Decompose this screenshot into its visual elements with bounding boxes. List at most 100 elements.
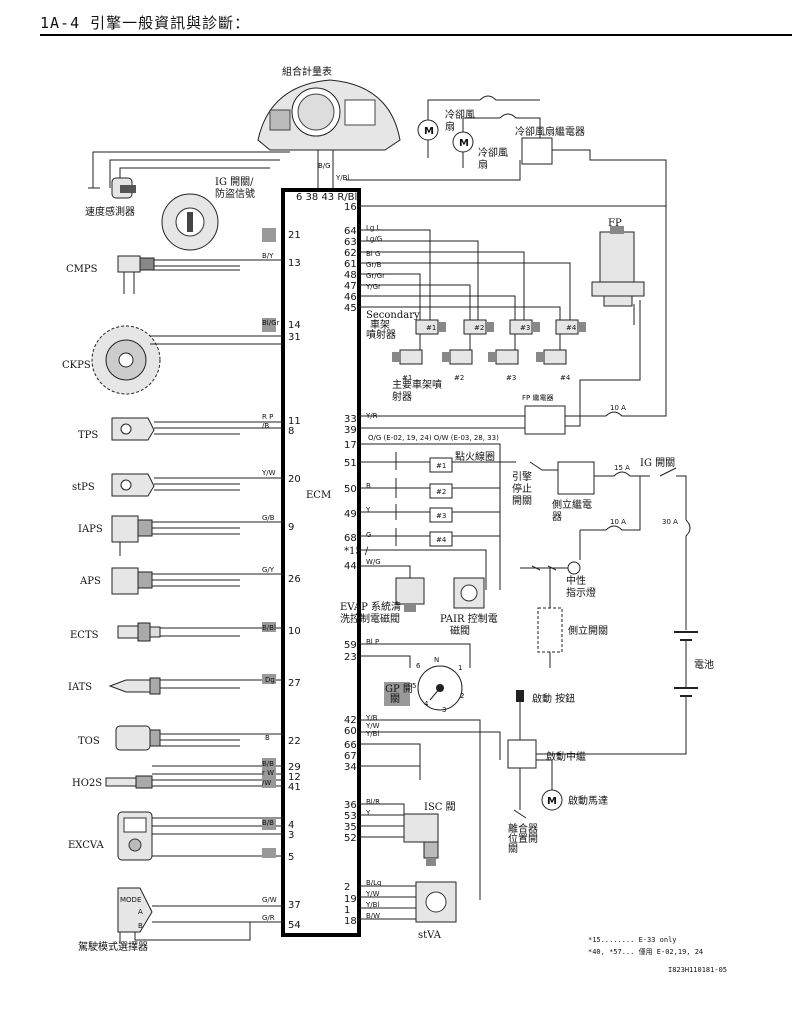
aps-icon (111, 567, 153, 595)
left-pin: 31 (288, 332, 301, 343)
right-pin: 39 (344, 425, 357, 436)
mode-a: A (138, 908, 143, 916)
right-pin: 64 (344, 226, 357, 237)
footnote-2: *40, *57... 僅用 E-02,19, 24 (588, 947, 703, 956)
gear-pos-label-c: 關 (508, 843, 518, 855)
ecm-frame (281, 188, 361, 937)
evap-valve-icon (395, 577, 425, 612)
secondary-label-c: 噴射器 (366, 329, 396, 341)
left-pin: 3 (288, 830, 294, 841)
engine-stop-label: 引擎 (512, 470, 532, 483)
sidestand-relay-label: 側立繼電 (552, 498, 592, 511)
left-pin: 22 (288, 736, 301, 747)
ecm-label: ECM (306, 490, 331, 501)
right-wire: Bl/R (366, 798, 380, 806)
sensor-label-tos: TOS (78, 736, 100, 747)
left-pin: 10 (288, 626, 301, 637)
right-pin: 1 (344, 905, 350, 916)
left-wire: B (265, 734, 270, 742)
ckps-icon (91, 325, 161, 395)
gp-num: N (434, 656, 439, 664)
right-pin: 67 (344, 751, 357, 762)
fp-relay-label: FP 繼電器 (522, 393, 553, 402)
right-pin: 48 (344, 270, 357, 281)
fuel-pump-icon (591, 226, 645, 307)
starter-motor-m: M (547, 796, 557, 807)
fan2-label: 冷卻風 (478, 146, 508, 159)
left-wire: B/Bl (262, 624, 276, 632)
engine-stop-label-c: 開關 (512, 495, 532, 507)
inj-label: #1 (402, 374, 412, 382)
gp-num: 6 (416, 662, 421, 670)
tos-icon (115, 725, 161, 751)
secondary-injectors (415, 319, 586, 335)
fan1-label: 冷卻風 (445, 108, 475, 121)
mode-tag: MODE (120, 896, 141, 904)
left-pin: 5 (288, 852, 294, 863)
page-header: 1A-4 引擎一般資訊與診斷： (40, 14, 251, 32)
right-pin: 61 (344, 259, 357, 270)
inj-label: #2 (454, 374, 464, 382)
fp-relay-box (524, 405, 566, 435)
sensor-label-ects: ECTS (70, 630, 99, 641)
right-wire: Y/B (365, 714, 378, 722)
ig-switch-right-label: IG 開關 (640, 457, 675, 469)
coil-label: #4 (436, 536, 447, 544)
right-pin: 45 (344, 303, 357, 314)
footnote-1: *15........ E-33 only (588, 936, 677, 944)
left-wire: B/B (262, 819, 274, 827)
coil-label: #3 (436, 512, 446, 520)
wire-bg: B/G (318, 162, 331, 170)
coil-label: #2 (436, 488, 446, 496)
pair-valve-icon (453, 577, 485, 609)
neutral-label: 中性 (566, 574, 586, 587)
wire-ybl: Y/Bl (335, 174, 349, 182)
fan-relay-box (521, 137, 553, 165)
ho2s-icon (105, 775, 153, 789)
primary-label: 主要車架噴 (392, 378, 442, 391)
sidestand-switch-label: 側立開關 (568, 624, 608, 637)
left-pin: 11 (288, 416, 301, 427)
left-pin: 29 (288, 762, 301, 773)
left-wire: B/B (262, 760, 274, 768)
left-pin: 14 (288, 320, 301, 331)
gp-num: 5 (412, 682, 416, 690)
right-wire: Y/Gr (365, 283, 381, 291)
right-wire: Gr/B (366, 261, 382, 269)
left-wire: Y/W (261, 469, 276, 477)
secondary-label: Secondary (366, 310, 420, 321)
right-pin: 47 (344, 281, 357, 292)
right-pin: 59 (344, 640, 357, 651)
left-pin: 13 (288, 258, 301, 269)
sensor-label-excva: EXCVA (68, 840, 104, 851)
inj-label: #1 (426, 324, 436, 332)
iats-icon (108, 677, 161, 695)
speed-sensor-icon (111, 177, 136, 199)
ig-switch-label-2: 防盜信號 (215, 187, 255, 200)
left-pin: 20 (288, 474, 301, 485)
right-wire: Lg L (366, 224, 381, 232)
right-pin: 16 (344, 202, 357, 213)
mode-b: B (138, 922, 143, 930)
right-pin: 35 (344, 822, 357, 833)
figure-code: I823H110181-05 (668, 966, 727, 974)
excva-icon (117, 811, 153, 861)
p15-label: *15 / (344, 546, 369, 557)
right-pin: 42 (344, 715, 357, 726)
right-wire: B (366, 482, 371, 490)
coil-label: #1 (436, 462, 446, 470)
gp-switch-label-b: 關 (390, 693, 400, 705)
right-wire: Bl G (366, 250, 380, 258)
right-pin: 66 (344, 740, 357, 751)
left-pin: 12 (288, 772, 301, 783)
iaps-icon (111, 515, 153, 556)
isc-valve-icon (403, 813, 439, 866)
gear-pos-label-b: 位置開 (508, 832, 538, 845)
fuse-15a: 15 A (614, 464, 630, 472)
sensor-label-ckps: CKPS (62, 360, 91, 371)
right-pin: 19 (344, 894, 357, 905)
left-wire: B/Y (262, 252, 274, 260)
right-pin: 52 (344, 833, 357, 844)
secondary-label-b: 車架 (370, 318, 390, 331)
